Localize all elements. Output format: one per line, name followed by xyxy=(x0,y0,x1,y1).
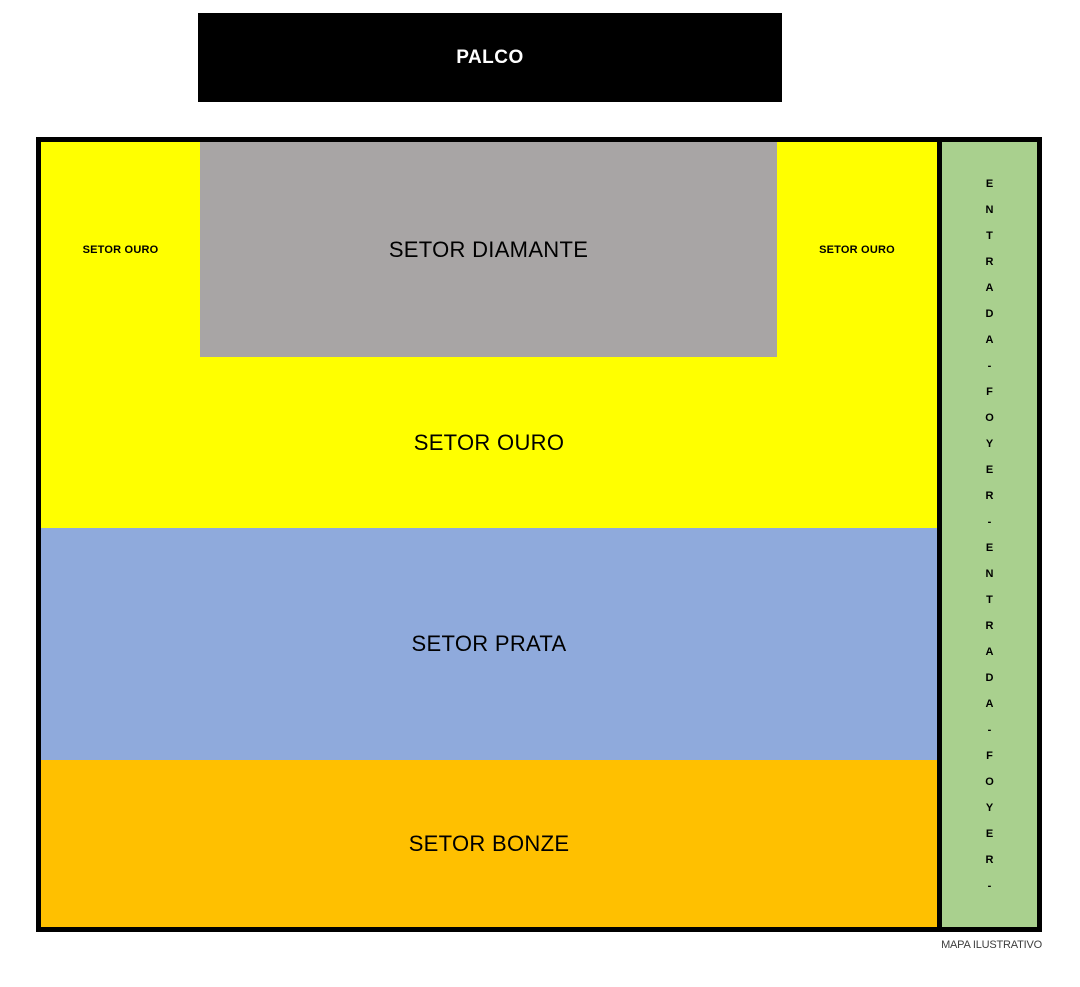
foyer-char: R xyxy=(985,619,994,632)
sector-label: SETOR OURO xyxy=(819,243,895,256)
sector-label: SETOR OURO xyxy=(413,429,565,455)
foyer-char: Y xyxy=(985,437,994,450)
foyer-char: O xyxy=(985,411,994,424)
foyer-char: O xyxy=(985,775,994,788)
foyer-char: D xyxy=(985,307,994,320)
foyer-divider xyxy=(937,142,942,927)
foyer-char: Y xyxy=(985,801,994,814)
foyer-char: A xyxy=(985,645,994,658)
sector-ouro-main[interactable]: SETOR OURO xyxy=(41,357,937,528)
foyer-char: A xyxy=(985,697,994,710)
foyer-char: T xyxy=(986,593,993,606)
sector-ouro-left[interactable]: SETOR OURO xyxy=(41,142,200,357)
foyer-char: R xyxy=(985,853,994,866)
sector-label: SETOR PRATA xyxy=(411,631,567,656)
foyer-char: R xyxy=(985,489,994,502)
stage-label: PALCO xyxy=(456,46,524,68)
sector-ouro-right[interactable]: SETOR OURO xyxy=(777,142,937,357)
sector-bonze[interactable]: SETOR BONZE xyxy=(41,760,937,927)
stage-block: PALCO xyxy=(198,13,782,102)
foyer-char: - xyxy=(987,359,992,372)
foyer-char: E xyxy=(985,827,994,840)
foyer-char: E xyxy=(985,541,994,554)
foyer-char: N xyxy=(985,203,994,216)
foyer-char: A xyxy=(985,333,994,346)
foyer-char: E xyxy=(985,463,994,476)
foyer-char: A xyxy=(985,281,994,294)
sector-diamante[interactable]: SETOR DIAMANTE xyxy=(200,142,777,357)
sector-label: SETOR OURO xyxy=(82,243,159,256)
venue-seating-map: SETOR OURO SETOR DIAMANTE SETOR OURO SET… xyxy=(36,137,1042,932)
foyer-char: R xyxy=(985,255,994,268)
foyer-char: - xyxy=(987,515,992,528)
foyer-char: N xyxy=(985,567,994,580)
foyer-char: T xyxy=(986,229,993,242)
foyer-char: - xyxy=(987,723,992,736)
foyer-char: E xyxy=(985,177,994,190)
sector-label: SETOR BONZE xyxy=(408,830,570,856)
foyer-char: D xyxy=(985,671,994,684)
illustrative-map-caption: MAPA ILUSTRATIVO xyxy=(941,939,1042,951)
foyer-char: - xyxy=(987,879,992,892)
sector-prata[interactable]: SETOR PRATA xyxy=(41,528,937,760)
foyer-char: F xyxy=(986,385,993,398)
foyer-char: F xyxy=(986,749,993,762)
sector-label: SETOR DIAMANTE xyxy=(388,236,589,262)
